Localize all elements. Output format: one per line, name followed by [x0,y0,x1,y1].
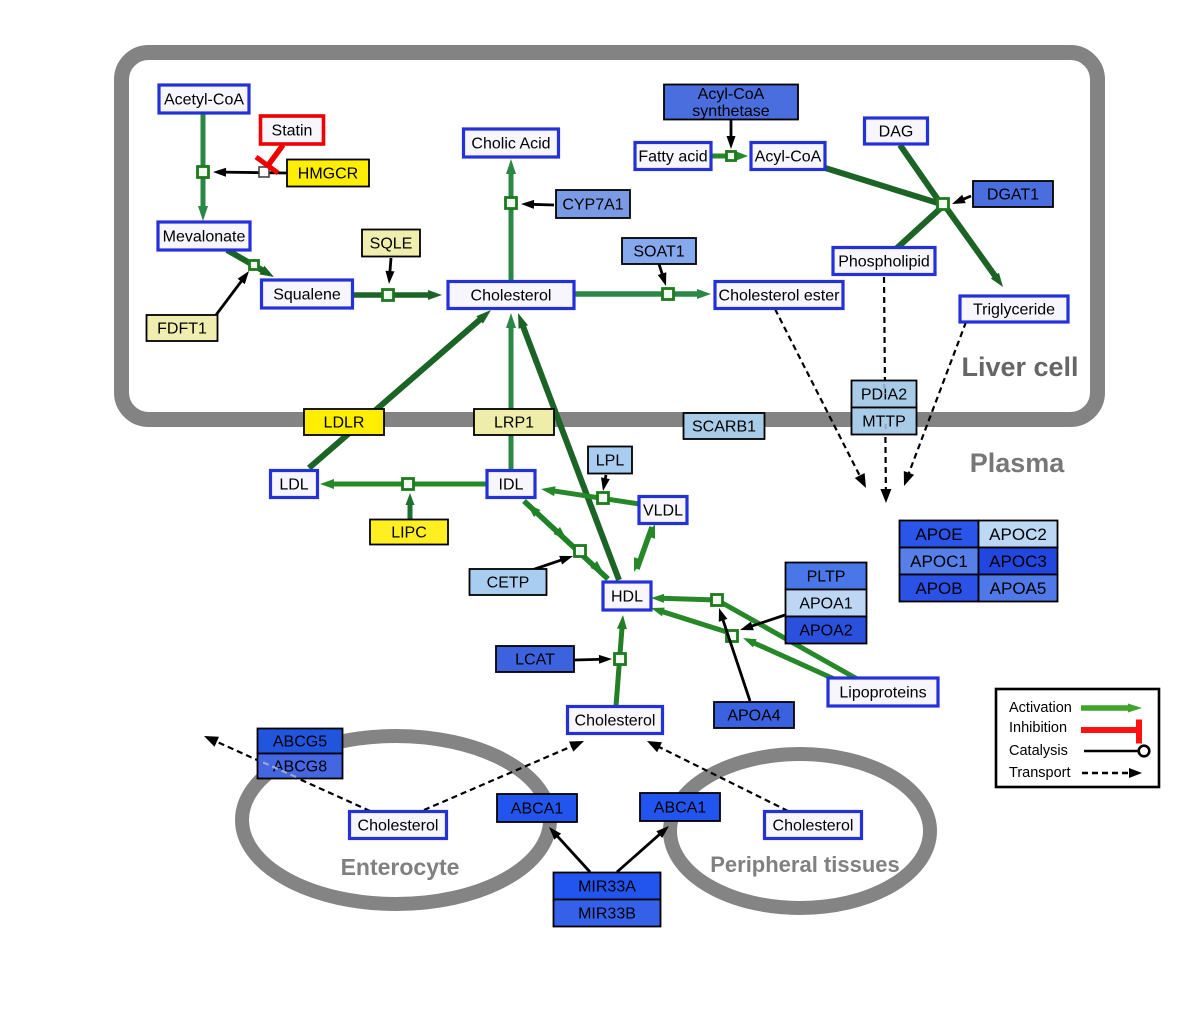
svg-text:SCARB1: SCARB1 [692,419,756,436]
svg-text:Acyl-CoA: Acyl-CoA [698,86,765,103]
svg-text:APOE: APOE [915,525,962,544]
svg-text:VLDL: VLDL [643,503,683,520]
svg-text:Lipoproteins: Lipoproteins [839,685,926,702]
svg-text:Mevalonate: Mevalonate [163,229,246,246]
svg-text:Activation: Activation [1009,700,1072,716]
svg-text:Liver cell: Liver cell [961,352,1078,382]
svg-text:synthetase: synthetase [692,103,769,120]
svg-text:DAG: DAG [879,124,914,141]
svg-text:IDL: IDL [499,477,524,494]
svg-text:Inhibition: Inhibition [1009,720,1067,736]
svg-text:HDL: HDL [611,589,643,606]
svg-text:APOC3: APOC3 [989,552,1047,571]
svg-text:Plasma: Plasma [970,448,1066,478]
svg-text:SOAT1: SOAT1 [633,244,684,261]
svg-text:APOA5: APOA5 [990,579,1047,598]
svg-text:Transport: Transport [1009,765,1071,781]
svg-text:LPL: LPL [596,453,625,470]
svg-text:Acetyl-CoA: Acetyl-CoA [164,92,244,109]
svg-text:LRP1: LRP1 [494,415,534,432]
svg-text:CETP: CETP [487,575,530,592]
svg-text:Cholesterol: Cholesterol [471,288,552,305]
svg-text:FDFT1: FDFT1 [157,321,207,338]
svg-text:APOA4: APOA4 [727,708,780,725]
svg-text:Peripheral tissues: Peripheral tissues [710,852,900,877]
svg-text:Cholesterol: Cholesterol [575,713,656,730]
svg-text:APOC1: APOC1 [910,552,968,571]
svg-text:MIR33B: MIR33B [578,906,636,923]
svg-text:ABCG8: ABCG8 [273,759,327,776]
svg-text:APOA2: APOA2 [799,623,852,640]
svg-text:DGAT1: DGAT1 [987,187,1039,204]
svg-text:APOB: APOB [915,579,962,598]
svg-text:HMGCR: HMGCR [298,166,358,183]
svg-text:Cholesterol ester: Cholesterol ester [719,288,841,305]
svg-text:Squalene: Squalene [273,287,341,304]
svg-text:Acyl-CoA: Acyl-CoA [755,149,822,166]
svg-text:Fatty acid: Fatty acid [638,149,707,166]
svg-text:LDLR: LDLR [324,415,365,432]
svg-text:LCAT: LCAT [515,652,555,669]
svg-text:APOC2: APOC2 [989,525,1047,544]
svg-text:Cholesterol: Cholesterol [358,818,439,835]
svg-text:APOA1: APOA1 [799,596,852,613]
svg-text:PDIA2: PDIA2 [861,387,907,404]
svg-text:Statin: Statin [272,123,313,140]
svg-text:PLTP: PLTP [807,569,846,586]
svg-text:LIPC: LIPC [391,525,427,542]
svg-text:Catalysis: Catalysis [1009,743,1068,759]
svg-text:MTTP: MTTP [862,414,906,431]
svg-text:Phospholipid: Phospholipid [838,254,930,271]
svg-text:MIR33A: MIR33A [578,879,636,896]
svg-text:Cholesterol: Cholesterol [773,818,854,835]
svg-text:Triglyceride: Triglyceride [973,302,1055,319]
svg-text:CYP7A1: CYP7A1 [562,197,623,214]
svg-text:ABCA1: ABCA1 [654,800,707,817]
svg-text:Enterocyte: Enterocyte [341,854,460,880]
svg-text:SQLE: SQLE [370,236,413,253]
svg-text:ABCA1: ABCA1 [511,801,564,818]
svg-text:Cholic Acid: Cholic Acid [471,136,550,153]
svg-text:LDL: LDL [279,477,308,494]
svg-text:ABCG5: ABCG5 [273,734,327,751]
